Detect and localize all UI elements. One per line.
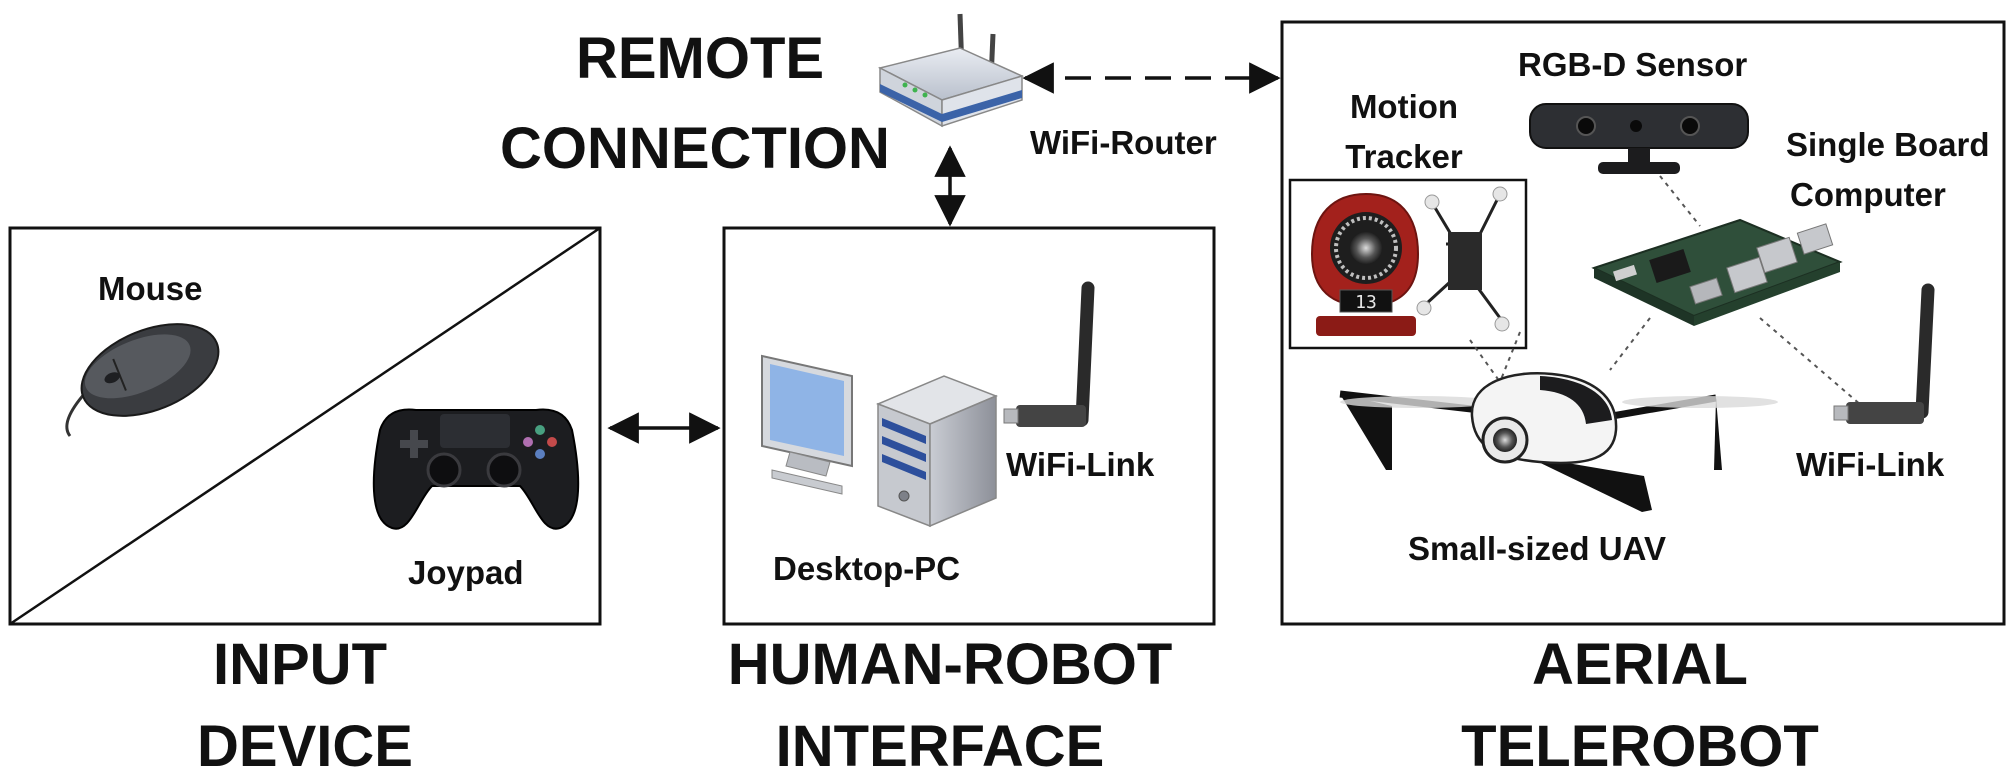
remote-connection-title-line2: CONNECTION	[500, 116, 890, 181]
single-board-computer-icon	[1591, 218, 1843, 326]
motion-tracker-label-line2: Tracker	[1345, 138, 1463, 175]
desktop-tower-icon	[875, 375, 999, 528]
uav-drone-icon	[1339, 372, 1778, 512]
component-connector-lines	[1469, 175, 1863, 407]
input-device-title-line2: DEVICE	[197, 714, 413, 779]
aerial-telerobot-title-line1: AERIAL	[1532, 632, 1748, 697]
human-robot-interface-box	[722, 226, 1216, 626]
wifi-link-uav-label: WiFi-Link	[1796, 446, 1945, 483]
input-device-box	[8, 226, 602, 626]
motion-tracker-label-line1: Motion	[1350, 88, 1458, 125]
wifi-router-icon	[877, 13, 1025, 128]
motion-marker-cluster-icon	[1416, 186, 1510, 332]
human-robot-interface-title-line1: HUMAN-ROBOT	[728, 632, 1173, 697]
wifi-router-label: WiFi-Router	[1030, 124, 1217, 161]
monitor-icon	[761, 354, 853, 495]
uav-label: Small-sized UAV	[1408, 530, 1666, 567]
joypad-icon	[372, 408, 580, 530]
human-robot-interface-title-line2: INTERFACE	[776, 714, 1105, 779]
desktop-pc-label: Desktop-PC	[773, 550, 960, 587]
joypad-label: Joypad	[408, 554, 524, 591]
rgbd-sensor-icon	[1529, 103, 1749, 174]
motion-tracker-display: 13	[1355, 292, 1377, 313]
rgbd-sensor-label: RGB-D Sensor	[1518, 46, 1747, 83]
input-device-diagonal	[9, 226, 601, 626]
motion-tracker-camera-icon: 13	[1310, 192, 1420, 336]
aerial-telerobot-title-line2: TELEROBOT	[1461, 714, 1819, 779]
wifi-dongle-icon	[1003, 281, 1095, 427]
input-device-title-line1: INPUT	[213, 632, 387, 697]
remote-connection-title-line1: REMOTE	[576, 26, 824, 91]
single-board-computer-label-line2: Computer	[1790, 176, 1946, 213]
mouse-icon	[65, 323, 220, 437]
uav-wifi-dongle-icon	[1833, 283, 1935, 424]
wifi-link-pc-label: WiFi-Link	[1006, 446, 1155, 483]
single-board-computer-label-line1: Single Board	[1786, 126, 1990, 163]
motion-tracker-box	[1288, 178, 1528, 350]
aerial-telerobot-box	[1280, 20, 2006, 626]
mouse-label: Mouse	[98, 270, 203, 307]
